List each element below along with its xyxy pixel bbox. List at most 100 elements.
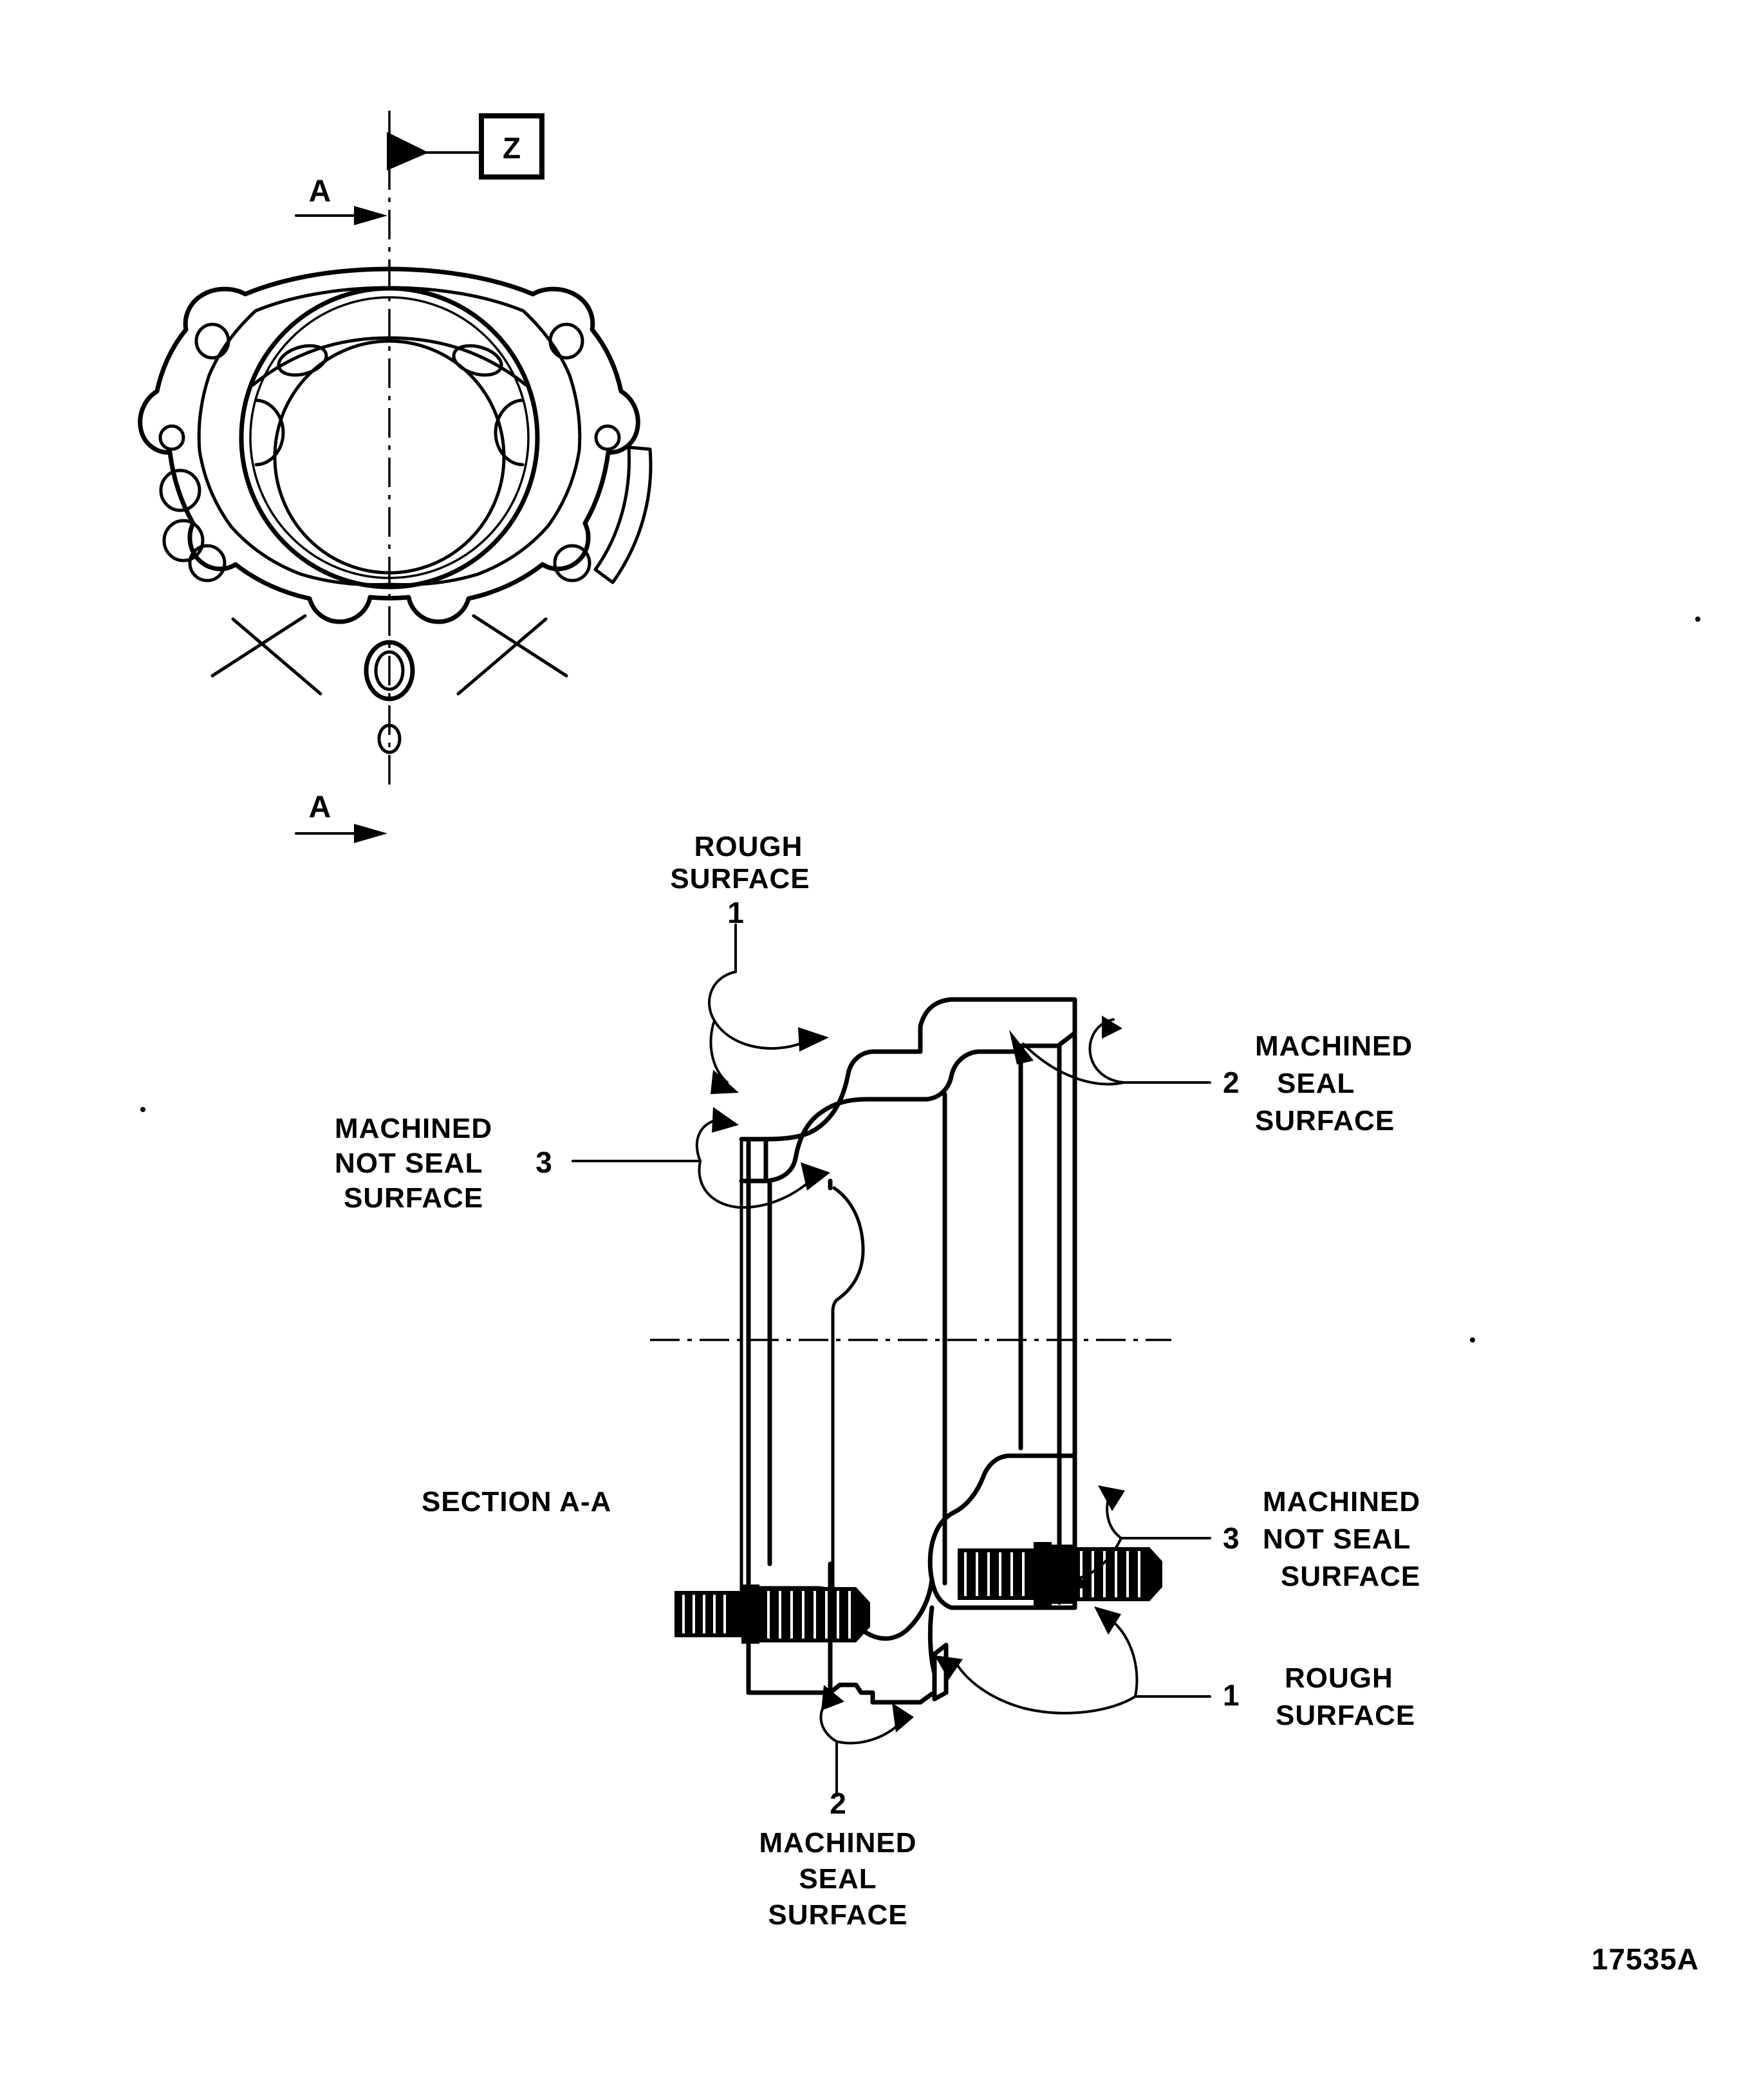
callout-2-bottom-number: 2 (830, 1787, 846, 1820)
boss-outer-ring (364, 640, 415, 702)
callout-text-machined-not-seal-left: MACHINED NOT SEAL SURFACE 3 (335, 1113, 552, 1214)
callout-3-left-line-3: SURFACE (344, 1182, 483, 1214)
section-marker-a-bottom-arrowhead-icon (354, 824, 387, 843)
bolt-hole-lower-right (553, 544, 591, 582)
stud-lower-left-thread-hatch-icon (682, 1591, 851, 1639)
callout-2-bottom-loop-b (835, 1721, 902, 1745)
callout-2-right-arrowhead-b-icon (1009, 1030, 1034, 1064)
bottom-center-rib (932, 1642, 949, 1702)
callout-leader-machined-seal-bottom (819, 1685, 914, 1797)
boss-cap-underside (1018, 1030, 1077, 1048)
callout-2-bottom-arrowhead-a-icon (821, 1685, 844, 1711)
upper-outer-rim-step (871, 1024, 923, 1054)
callout-3-left-number: 3 (535, 1146, 552, 1179)
rib-left-a (231, 617, 322, 696)
bolt-hole-lower-left (188, 544, 227, 582)
callout-3-right-loop-b (1077, 1537, 1122, 1579)
callout-2-right-line-3: SURFACE (1255, 1105, 1395, 1137)
callout-text-machined-not-seal-right: 3 MACHINED NOT SEAL SURFACE (1223, 1486, 1420, 1592)
bottom-center-joint (870, 1691, 934, 1705)
stud-lower-left-threaded-shank (759, 1587, 856, 1642)
callout-1-top-loop-b (709, 1019, 729, 1084)
top-view-group: Z A A (138, 111, 653, 843)
callout-3-left-loop-b (698, 1160, 816, 1209)
callout-1-bottom-arrowhead-b-icon (1094, 1606, 1121, 1635)
callout-2-right-arrowhead-a-icon (1102, 1016, 1122, 1039)
stud-lower-left-tip (856, 1587, 870, 1642)
rib-left-b (210, 614, 307, 678)
callout-1-bottom-number: 1 (1223, 1678, 1240, 1712)
callout-3-left-arrowhead-b-icon (801, 1162, 830, 1191)
central-bore-inner-circle (249, 296, 530, 579)
callout-3-left-line-2: NOT SEAL (335, 1148, 483, 1179)
flange-outer-profile (138, 266, 640, 624)
section-marker-a-bottom-label: A (309, 790, 331, 824)
callout-1-bottom-loop-a (953, 1658, 1137, 1714)
rib-right-a (456, 617, 548, 696)
bolt-hole-upper-left (194, 322, 230, 360)
callout-1-bottom-line-2: SURFACE (1276, 1700, 1415, 1731)
stud-lower-left (674, 1584, 870, 1644)
callout-leader-rough-surface-top (708, 924, 829, 1094)
rib-right-b (472, 614, 568, 678)
section-marker-a-top: A (295, 174, 387, 225)
small-drain-hole (377, 723, 402, 754)
stud-lower-right-collar (1034, 1542, 1052, 1606)
callout-1-top-arrowhead-a-icon (798, 1027, 829, 1052)
central-bore-outer-circle (239, 286, 540, 590)
arc-slot-right (593, 445, 653, 584)
section-view-group: ROUGH SURFACE 1 2 MACHINED SEAL SURFACE … (335, 831, 1420, 1931)
bore-pocket-right (494, 398, 525, 467)
section-marker-a-bottom: A (295, 790, 387, 843)
zone-flag-box (479, 113, 544, 180)
callout-2-right-line-2: SEAL (1277, 1068, 1355, 1099)
callout-leader-machined-seal-right (1009, 1016, 1211, 1086)
zone-flag-z: Z (387, 113, 544, 180)
callout-2-bottom-line-3: SURFACE (768, 1899, 907, 1931)
bottom-center-waist-line (927, 1605, 937, 1676)
callout-leader-machined-not-seal-right (1066, 1485, 1211, 1591)
stud-lower-right (958, 1542, 1162, 1606)
flange-bolt-holes (158, 322, 621, 582)
boss-inner-ring (374, 650, 405, 691)
callout-leader-machined-not-seal-left (572, 1107, 830, 1209)
upper-left-nose-face (739, 1137, 768, 1184)
callout-2-right-number: 2 (1223, 1066, 1240, 1099)
stud-lower-right-thread-hatch-icon (964, 1551, 1140, 1597)
oval-slot-right (452, 344, 503, 377)
upper-boss-contour (924, 1043, 1023, 1102)
callout-text-rough-surface-bottom: 1 ROUGH SURFACE (1223, 1662, 1415, 1731)
upper-outer-rim-top (918, 997, 1077, 1045)
callout-text-rough-surface-top: ROUGH SURFACE 1 (670, 831, 810, 929)
port-hole-lower-left (162, 519, 205, 562)
bolt-hole-upper-right (548, 322, 584, 360)
dowel-hole-left (158, 424, 185, 451)
zone-flag-label: Z (503, 131, 521, 165)
lower-ribs (210, 614, 568, 696)
port-hole-upper-left (159, 469, 201, 512)
callout-1-top-line-2: SURFACE (670, 863, 810, 895)
callout-1-bottom-line-1: ROUGH (1285, 1662, 1393, 1694)
lower-left-foot-face (746, 1682, 875, 1705)
callout-2-bottom-line-1: MACHINED (759, 1827, 916, 1859)
callout-text-machined-seal-bottom: 2 MACHINED SEAL SURFACE (759, 1787, 916, 1931)
callout-leader-rough-surface-bottom (934, 1606, 1211, 1714)
callout-1-top-loop-a (708, 971, 804, 1050)
callout-1-bottom-loop-b (1112, 1621, 1139, 1698)
callout-3-right-number: 3 (1223, 1521, 1240, 1555)
registration-dot-mid-right (1470, 1337, 1475, 1343)
callout-3-left-line-1: MACHINED (335, 1113, 492, 1144)
registration-dot-right (1695, 617, 1700, 622)
registration-dot-left (140, 1107, 145, 1112)
bore-upper-ring-arc (251, 336, 528, 387)
callout-2-right-line-1: MACHINED (1255, 1030, 1413, 1062)
dowel-hole-right (594, 424, 621, 451)
callout-2-bottom-line-2: SEAL (799, 1863, 877, 1895)
stud-lower-left-plain-shank (674, 1591, 741, 1637)
part-number-label: 17535A (1592, 1942, 1699, 1976)
callout-1-top-arrowhead-b-icon (711, 1070, 739, 1094)
lower-right-ledge (929, 1577, 1077, 1610)
upper-inner-contour (763, 1097, 929, 1184)
stud-lower-left-collar (741, 1584, 759, 1644)
bore-ring-slots (254, 344, 525, 467)
